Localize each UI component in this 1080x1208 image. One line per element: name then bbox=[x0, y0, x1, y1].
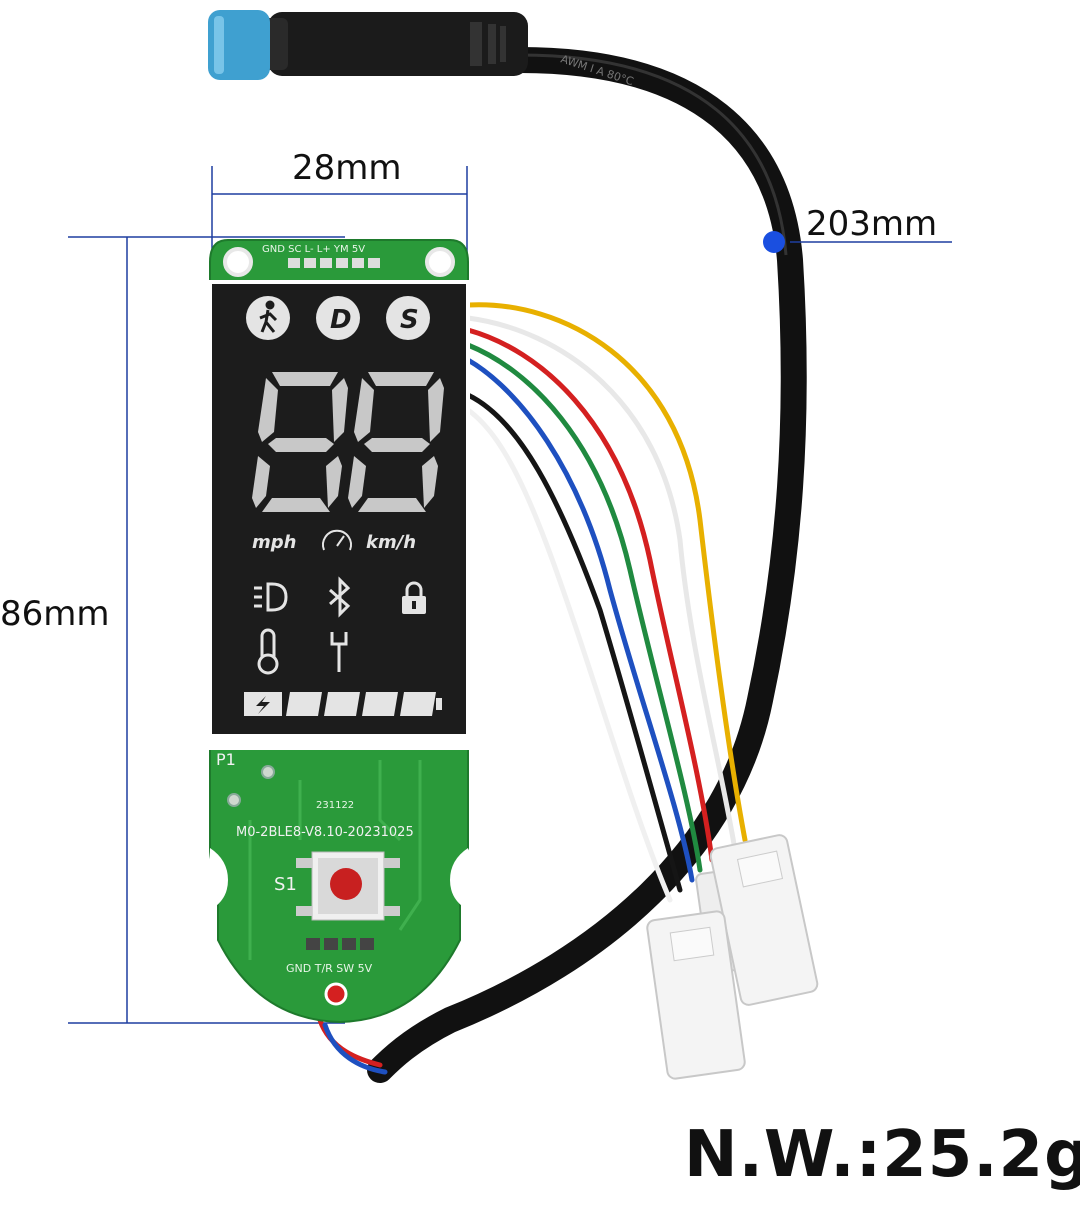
width-dimension: 28mm bbox=[292, 148, 402, 188]
s-mode-label: S bbox=[400, 305, 419, 335]
lock-icon bbox=[402, 581, 426, 614]
unit-mph: mph bbox=[252, 532, 296, 553]
s1-label: S1 bbox=[274, 874, 297, 895]
lcd-panel: D S mph km/h bbox=[208, 280, 470, 750]
bottom-pin-labels: GND T/R SW 5V bbox=[286, 962, 373, 975]
length-marker-dot bbox=[763, 231, 785, 253]
lightning-icon bbox=[256, 696, 270, 714]
unit-kmh: km/h bbox=[366, 532, 416, 553]
top-pin-header: GND SC L- L+ YM 5V bbox=[262, 244, 380, 268]
model-code: M0-2BLE8-V8.10-20231025 bbox=[236, 825, 414, 840]
thermometer-icon bbox=[257, 628, 279, 675]
bluetooth-icon bbox=[329, 576, 351, 618]
mount-hole bbox=[223, 247, 253, 277]
battery-indicator bbox=[244, 692, 442, 716]
speed-digits bbox=[252, 372, 444, 512]
wrench-icon bbox=[330, 632, 348, 672]
main-cable: AWM I A 80°C bbox=[367, 47, 807, 1083]
s-mode-button bbox=[386, 296, 430, 340]
net-weight-label: N.W.:25.2g bbox=[684, 1118, 1080, 1192]
headlight-icon bbox=[254, 582, 288, 612]
height-dimension: 86mm bbox=[0, 594, 110, 634]
p1-label: P1 bbox=[216, 750, 236, 769]
plug-connectors bbox=[646, 834, 819, 1080]
s1-switch bbox=[296, 851, 400, 921]
walk-icon bbox=[259, 300, 278, 333]
speedometer-icon bbox=[322, 529, 352, 551]
top-connector bbox=[208, 10, 528, 80]
d-mode-button bbox=[316, 296, 360, 340]
cable-length-dimension: 203mm bbox=[806, 204, 938, 244]
dimension-lines bbox=[68, 166, 952, 1024]
date-code: 231122 bbox=[316, 800, 354, 811]
bottom-pin-header bbox=[306, 938, 374, 950]
top-pin-labels: GND SC L- L+ YM 5V bbox=[262, 244, 365, 255]
d-mode-label: D bbox=[330, 305, 352, 335]
wire-bundle bbox=[317, 302, 748, 1075]
mount-hole bbox=[425, 247, 455, 277]
